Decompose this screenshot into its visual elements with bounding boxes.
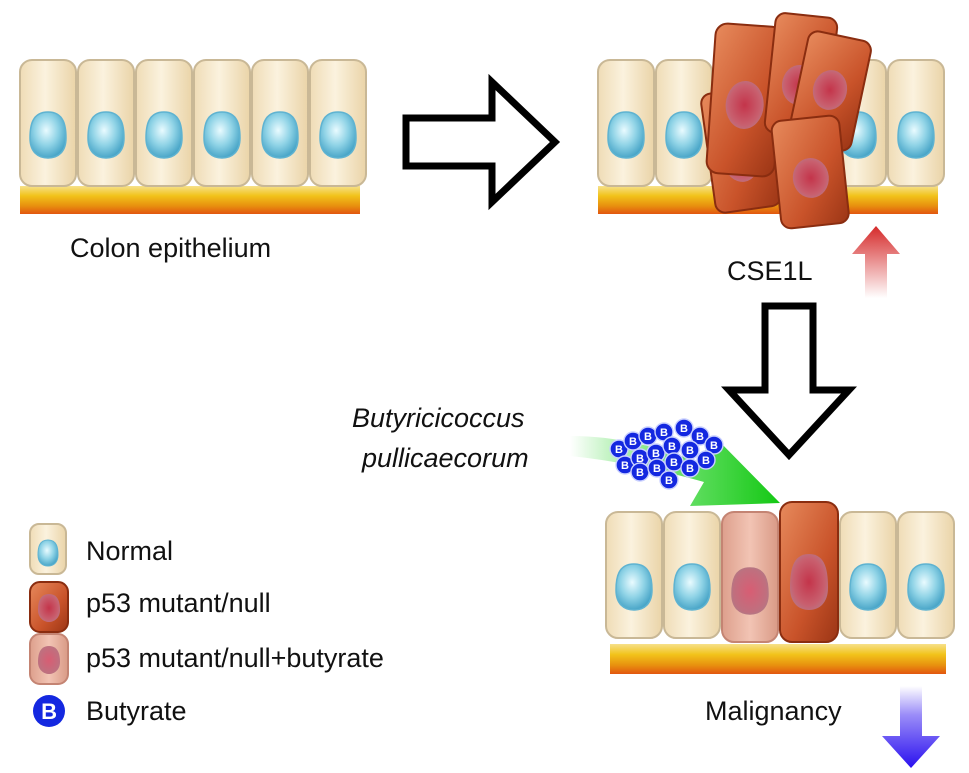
- normal-cell: [887, 59, 945, 187]
- butyrate-bead: [680, 458, 700, 478]
- legend-p53-label: p53 mutant/null: [86, 588, 271, 618]
- butyrate-bead: [674, 418, 694, 438]
- legend-butyrate-symbol: B: [41, 699, 57, 724]
- increase-arrow-icon: [852, 226, 900, 298]
- butyrate-bead-symbol: B: [686, 463, 694, 475]
- normal-cell: [605, 511, 663, 639]
- butyrate-bead-symbol: B: [710, 440, 718, 452]
- normal-cell: [135, 59, 193, 187]
- treated-epithelium: [605, 501, 955, 674]
- butyrate-bead: [647, 458, 667, 478]
- legend-p53-butyrate-icon: [29, 633, 69, 685]
- butyrate-bead-symbol: B: [686, 445, 694, 457]
- butyrate-bead: [704, 435, 724, 455]
- butyrate-bead-symbol: B: [660, 427, 668, 439]
- normal-cell: [597, 59, 655, 187]
- normal-cell: [839, 511, 897, 639]
- legend-p53-icon: [29, 581, 69, 633]
- legend-normal-label: Normal: [86, 536, 174, 566]
- normal-cell: [19, 59, 77, 187]
- decrease-arrow-icon: [882, 686, 940, 768]
- butyrate-bead-symbol: B: [670, 457, 678, 469]
- butyrate-bead-symbol: B: [665, 475, 673, 487]
- basement-membrane: [610, 644, 946, 674]
- butyrate-bead-symbol: B: [653, 463, 661, 475]
- malignancy-label: Malignancy: [705, 696, 842, 726]
- basement-membrane: [20, 186, 360, 214]
- butyrate-bead-symbol: B: [652, 448, 660, 460]
- normal-cell: [309, 59, 367, 187]
- butyrate-bead-symbol: B: [636, 453, 644, 465]
- normal-cell: [77, 59, 135, 187]
- butyrate-bead-symbol: B: [621, 460, 629, 472]
- normal-epithelium: [19, 59, 367, 214]
- progression-arrow-right: [402, 73, 561, 211]
- bacterium-name-line1: Butyricicoccus: [352, 403, 525, 433]
- legend-butyrate-label: Butyrate: [86, 696, 187, 726]
- progression-arrow-down: [721, 302, 857, 461]
- normal-cell: [251, 59, 309, 187]
- butyrate-bead-symbol: B: [696, 431, 704, 443]
- butyrate-bead-symbol: B: [680, 423, 688, 435]
- normal-cell: [663, 511, 721, 639]
- normal-cell: [193, 59, 251, 187]
- bacterium-name-line2: pullicaecorum: [362, 443, 529, 473]
- butyrate-bead: [659, 470, 679, 490]
- butyrate-treated-cell: [721, 511, 779, 643]
- normal-cell: [897, 511, 955, 639]
- cse1l-label: CSE1L: [727, 256, 813, 286]
- legend-butyrate-icon: B: [33, 695, 65, 727]
- butyrate-bead-symbol: B: [668, 441, 676, 453]
- mutant-cell: [779, 501, 839, 643]
- butyrate-bead-symbol: B: [629, 436, 637, 448]
- butyrate-bead-symbol: B: [702, 455, 710, 467]
- legend-normal-icon: [29, 523, 67, 575]
- mutant-cell-cluster: [700, 12, 872, 230]
- butyrate-bead-symbol: B: [636, 467, 644, 479]
- cse1l-epithelium: [597, 12, 945, 230]
- colon-epithelium-label: Colon epithelium: [70, 233, 272, 263]
- butyrate-bead-symbol: B: [615, 444, 623, 456]
- butyrate-bead: [696, 450, 716, 470]
- butyrate-bead: [690, 426, 710, 446]
- butyrate-bead-symbol: B: [644, 431, 652, 443]
- legend-p53-butyrate-label: p53 mutant/null+butyrate: [86, 643, 384, 673]
